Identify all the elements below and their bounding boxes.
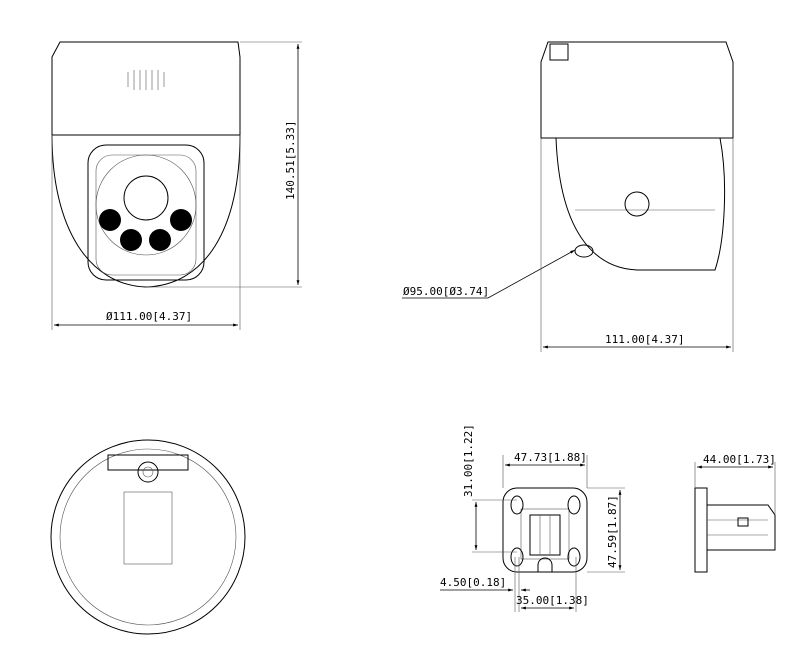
bracket-width-label: 47.73[1.88] [514,451,587,464]
bracket-hole-spacing-v-label: 31.00[1.22] [462,424,475,497]
bracket-height-label: 47.59[1.87] [606,495,619,568]
bracket-offset-label: 4.50[0.18] [440,576,506,589]
bracket-hole-spacing-h-label: 35.00[1.38] [516,594,589,607]
dome-diameter-label: Ø95.00[Ø3.74] [403,285,489,298]
bottom-view [50,439,246,635]
bracket-side-view: 44.00[1.73] [694,453,776,573]
front-height-label: 140.51[5.33] [284,121,297,200]
front-view: 140.51[5.33] Ø111.00[4.37] [51,41,302,330]
side-width-label: 111.00[4.37] [605,333,684,346]
bracket-front-view: 47.73[1.88] 31.00[1.22] 47.59[1.87] 4.50… [440,424,625,612]
side-view: Ø95.00[Ø3.74] 111.00[4.37] [402,41,734,352]
bracket-depth-label: 44.00[1.73] [703,453,776,466]
front-width-label: Ø111.00[4.37] [106,310,192,323]
